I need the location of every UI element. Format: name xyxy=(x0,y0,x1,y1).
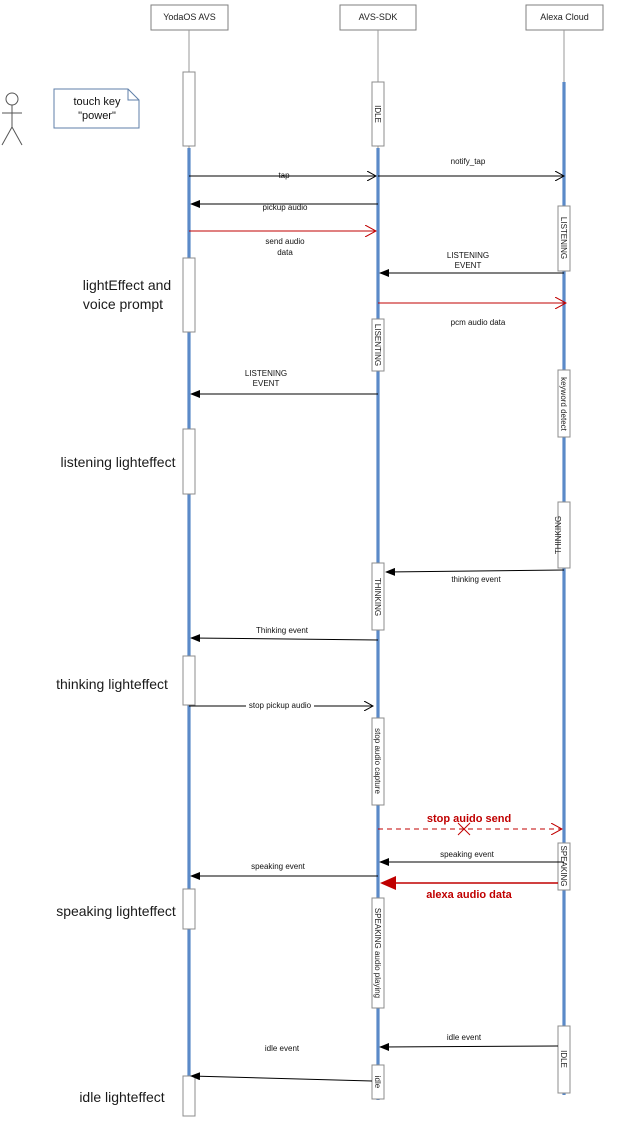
msg-pcm-audio-label: pcm audio data xyxy=(451,318,506,327)
actor-user-icon xyxy=(1,92,23,146)
msg-send-audio-label-2: data xyxy=(277,248,293,257)
participant-sdk: AVS-SDK xyxy=(339,4,417,31)
sdk-state-idle-2: idle xyxy=(371,1064,385,1100)
msg-listening-event-sdk-label-1: LISTENING xyxy=(245,369,287,378)
msg-pickup-audio-label: pickup audio xyxy=(263,203,308,212)
msg-thinking-event-sdk-label: Thinking event xyxy=(256,626,309,635)
msg-stop-send-cross-icon xyxy=(457,822,471,836)
sdk-state-thinking: THINKING xyxy=(371,562,385,631)
sdk-state-speaking-label: SPEAKING audio playing xyxy=(373,908,382,998)
msg-send-audio-label-1: send audio xyxy=(265,237,305,246)
effect-thinking: thinking lighteffect xyxy=(56,676,168,692)
note-line-1: touch key xyxy=(73,96,121,108)
msg-listening-event-sdk-label-2: EVENT xyxy=(253,379,280,388)
yodaos-activation-5 xyxy=(182,888,196,930)
msg-listening-event-cloud-label-2: EVENT xyxy=(455,261,482,270)
effect-listening: listening lighteffect xyxy=(61,454,176,470)
cloud-state-listening: LISTENING xyxy=(557,205,571,272)
effect-light-voice-line-2: voice prompt xyxy=(83,296,163,312)
msg-thinking-event-sdk-arrow xyxy=(190,634,379,643)
note-touch-key: touch key "power" xyxy=(53,88,140,129)
sdk-state-stop-capture-label: stop audio capture xyxy=(373,728,382,794)
msg-alexa-audio-label: alexa audio data xyxy=(426,889,512,901)
msg-idle-event-sdk-label: idle event xyxy=(265,1044,300,1053)
msg-thinking-event-cloud-arrow xyxy=(385,567,565,576)
msg-thinking-event-cloud-label: thinking event xyxy=(451,575,501,584)
yodaos-activation-3 xyxy=(182,428,196,495)
msg-stop-send-label: stop auido send xyxy=(427,813,511,825)
participant-sdk-label: AVS-SDK xyxy=(359,12,398,22)
effect-speaking: speaking lighteffect xyxy=(56,903,176,919)
msg-idle-event-cloud-label: idle event xyxy=(447,1033,482,1042)
cloud-state-speaking-label: SPEAKING xyxy=(559,846,568,887)
cloud-state-idle: IDLE xyxy=(557,1025,571,1094)
msg-listening-event-cloud-label-1: LISTENING xyxy=(447,251,489,260)
participant-yodaos: YodaOS AVS xyxy=(150,4,229,31)
cloud-state-listening-label: LISTENING xyxy=(559,217,568,259)
msg-stop-pickup-label-bg xyxy=(246,700,314,710)
sdk-state-speaking: SPEAKING audio playing xyxy=(371,897,385,1009)
yodaos-activation-2 xyxy=(182,257,196,333)
sdk-state-idle-label: IDLE xyxy=(373,105,382,123)
cloud-state-speaking: SPEAKING xyxy=(557,842,571,891)
cloud-state-idle-label: IDLE xyxy=(559,1050,568,1068)
yodaos-activation-4 xyxy=(182,655,196,706)
msg-alexa-audio-arrowhead-icon xyxy=(380,876,396,890)
sdk-state-idle-2-label: idle xyxy=(373,1076,382,1089)
msg-stop-pickup-label: stop pickup audio xyxy=(249,701,312,710)
msg-speaking-event-cloud-label: speaking event xyxy=(440,850,495,859)
yodaos-activation-6 xyxy=(182,1075,196,1117)
yodaos-activation-1 xyxy=(182,71,196,147)
note-line-2: "power" xyxy=(78,110,116,122)
cloud-state-thinking-label: THINKING xyxy=(554,516,563,554)
cloud-state-keyword: keyword detect xyxy=(557,369,571,438)
sdk-state-stop-capture: stop audio capture xyxy=(371,717,385,806)
participant-yodaos-label: YodaOS AVS xyxy=(163,12,216,22)
participant-cloud: Alexa Cloud xyxy=(525,4,604,31)
sdk-state-listening: LISENTING xyxy=(371,318,385,372)
cloud-state-thinking: THINKING xyxy=(554,501,571,569)
msg-speaking-event-sdk-label: speaking event xyxy=(251,862,306,871)
msg-notify-tap-label: notify_tap xyxy=(451,157,486,166)
effect-idle: idle lighteffect xyxy=(79,1089,164,1105)
sdk-state-listening-label: LISENTING xyxy=(373,324,382,366)
effect-light-voice-line-1: lightEffect and xyxy=(83,277,171,293)
msg-idle-event-sdk-arrow xyxy=(190,1072,373,1082)
sdk-state-thinking-label: THINKING xyxy=(373,578,382,616)
sdk-state-idle: IDLE xyxy=(371,81,385,147)
msg-tap-label: tap xyxy=(278,171,290,180)
msg-idle-event-cloud-arrow xyxy=(379,1042,559,1051)
cloud-state-keyword-label: keyword detect xyxy=(559,377,568,432)
participant-cloud-label: Alexa Cloud xyxy=(540,12,589,22)
